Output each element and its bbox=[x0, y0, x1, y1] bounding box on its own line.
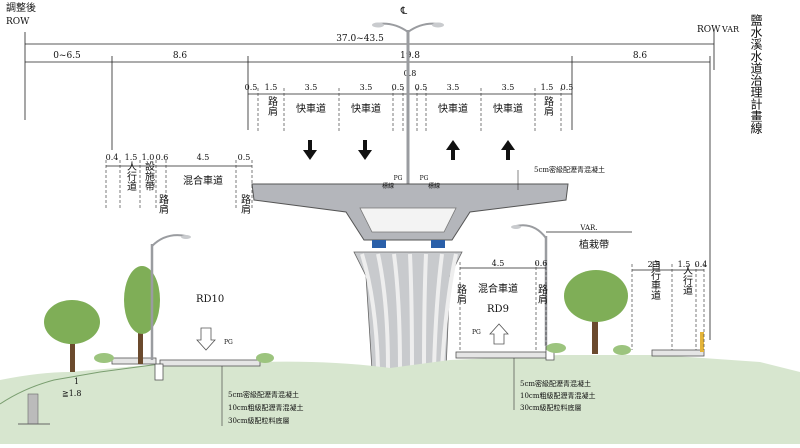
deck-surface-note: 5cm密級配瀝青混凝土 bbox=[534, 165, 605, 174]
right-layer-3: 30cm級配粒料底層 bbox=[520, 403, 581, 412]
left-dim-4: 4.5 bbox=[197, 153, 210, 162]
right-layer-2: 10cm粗級配瀝青混凝土 bbox=[520, 391, 595, 400]
lane-dim-3: 3.5 bbox=[360, 83, 373, 92]
var-dimension-label: VAR. bbox=[579, 224, 597, 232]
marking-label-right: 標線 bbox=[428, 182, 440, 190]
total-width-label: 37.0~43.5 bbox=[336, 34, 384, 44]
left-road-pavement bbox=[159, 359, 261, 367]
tree-icon bbox=[44, 300, 100, 372]
right-dim-2: 2.5 bbox=[648, 260, 661, 269]
tree-icon bbox=[564, 270, 628, 354]
ground-terrain bbox=[0, 355, 800, 444]
bearing-right bbox=[431, 240, 445, 248]
row-right-label: ROW bbox=[697, 25, 721, 35]
center-streetlight-icon bbox=[372, 22, 444, 194]
right-dim-4: 0.4 bbox=[695, 260, 708, 269]
shrub-icon bbox=[546, 343, 566, 353]
right-marker-post bbox=[700, 332, 704, 352]
down-arrow-icon bbox=[303, 140, 317, 160]
lane-dim-6: 3.5 bbox=[447, 83, 460, 92]
marking-label-left: 標線 bbox=[382, 182, 394, 190]
deck-shoulder-left: 路肩 bbox=[266, 95, 278, 117]
right-layer-1: 5cm密級配瀝青混凝土 bbox=[520, 379, 591, 388]
shrub-icon bbox=[94, 353, 114, 363]
right-dim-0: 4.5 bbox=[492, 259, 505, 268]
tree-icon bbox=[124, 266, 160, 364]
left-streetlight-icon bbox=[150, 234, 191, 360]
lane-dim-4: 0.5 bbox=[392, 83, 405, 92]
seg-b-label: 8.6 bbox=[173, 51, 188, 61]
row-left-label: ROW bbox=[6, 17, 30, 27]
var-right-label: VAR bbox=[721, 25, 740, 34]
rd9-label: RD9 bbox=[487, 304, 509, 315]
up-outline-arrow-icon bbox=[489, 323, 509, 345]
pg-label-left: PG bbox=[394, 175, 403, 182]
lane-dim-9: 0.5 bbox=[561, 83, 574, 92]
planting-strip-label: 植栽帶 bbox=[579, 238, 609, 251]
lane-dim-5: 0.5 bbox=[415, 83, 428, 92]
slope-ratio-bottom: ≧1.8 bbox=[62, 389, 81, 398]
right-dim-1: 0.6 bbox=[535, 259, 548, 268]
box-girder-void bbox=[359, 207, 457, 233]
left-dim-5: 0.5 bbox=[238, 153, 251, 162]
up-arrow-icon bbox=[501, 140, 515, 160]
seg-c-label: 8.6 bbox=[633, 51, 648, 61]
deck-shoulder-right: 路肩 bbox=[542, 95, 554, 117]
left-sidewalk-slab bbox=[111, 357, 157, 365]
shrub-icon bbox=[256, 353, 274, 363]
right-sidewalk-label: 人行道 bbox=[681, 265, 693, 295]
left-layer-3: 30cm級配粒料底層 bbox=[228, 416, 289, 425]
rd10-label: RD10 bbox=[196, 294, 224, 305]
fast-lane-label-4: 快車道 bbox=[493, 102, 523, 115]
left-pg-label: PG bbox=[224, 339, 233, 346]
right-shoulder-label-1: 路肩 bbox=[455, 283, 467, 305]
right-mixed-lane-label: 混合車道 bbox=[478, 282, 518, 295]
left-layer-1: 5cm密級配瀝青混凝土 bbox=[228, 390, 299, 399]
lane-dim-0: 0.5 bbox=[245, 83, 258, 92]
fast-lane-label-3: 快車道 bbox=[438, 102, 468, 115]
right-pg-label: PG bbox=[472, 329, 481, 336]
slope-ratio-top: 1 bbox=[74, 377, 79, 386]
bridge-pier bbox=[353, 251, 463, 371]
left-mixed-lane-label: 混合車道 bbox=[183, 174, 223, 187]
title-adjusted: 調整後 bbox=[6, 1, 36, 14]
median-width-label: 0.8 bbox=[404, 69, 417, 78]
fast-lane-label-2: 快車道 bbox=[351, 102, 381, 115]
fast-lane-label-1: 快車道 bbox=[296, 102, 326, 115]
lane-dim-2: 3.5 bbox=[305, 83, 318, 92]
lane-dim-7: 3.5 bbox=[502, 83, 515, 92]
bearing-left bbox=[372, 240, 386, 248]
right-shoulder-label-2: 路肩 bbox=[536, 283, 548, 305]
centerline-symbol: ℄ bbox=[400, 6, 408, 17]
retaining-wall-left bbox=[27, 393, 39, 425]
shrub-icon bbox=[613, 345, 631, 355]
left-shoulder-label-1: 路肩 bbox=[157, 193, 169, 215]
left-facility-strip-label: 設施帶 bbox=[143, 160, 155, 192]
right-dim-3: 1.5 bbox=[678, 260, 691, 269]
left-dim-3: 0.6 bbox=[156, 153, 169, 162]
seg-a-label: 0~6.5 bbox=[53, 51, 81, 61]
up-arrow-icon bbox=[446, 140, 460, 160]
lane-dim-8: 1.5 bbox=[541, 83, 554, 92]
left-layer-2: 10cm粗級配瀝青混凝土 bbox=[228, 403, 303, 412]
left-dim-1: 1.5 bbox=[125, 153, 138, 162]
down-arrow-icon bbox=[358, 140, 372, 160]
lane-dim-1: 1.5 bbox=[265, 83, 278, 92]
down-outline-arrow-icon bbox=[196, 327, 216, 351]
seg-mid-label: 19.8 bbox=[400, 51, 420, 61]
lane-ticks bbox=[257, 88, 562, 132]
planning-line-label: 鹽水溪水道治理計畫線 bbox=[749, 13, 763, 134]
left-dim-0: 0.4 bbox=[106, 153, 119, 162]
pg-label-right: PG bbox=[420, 175, 429, 182]
left-dim-2: 1.0 bbox=[142, 153, 155, 162]
left-curb bbox=[154, 363, 164, 381]
left-shoulder-label-2: 路肩 bbox=[239, 193, 251, 215]
left-sidewalk-label: 人行道 bbox=[125, 161, 137, 191]
bike-lane-label: 自行車道 bbox=[649, 259, 661, 300]
right-road-pavement bbox=[455, 351, 547, 359]
right-sidewalk-slab bbox=[651, 349, 705, 357]
